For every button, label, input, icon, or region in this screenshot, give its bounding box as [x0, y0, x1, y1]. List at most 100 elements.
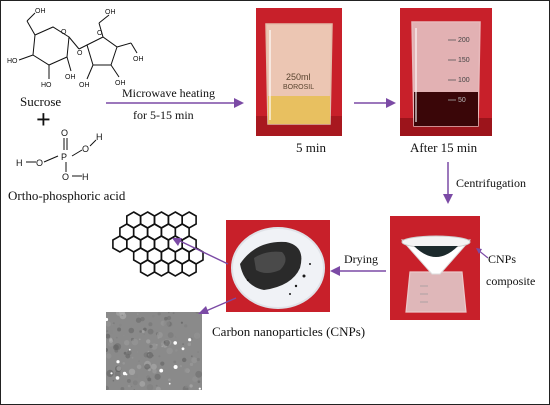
texture-speck — [128, 368, 136, 375]
arrow-to-microscopy — [198, 297, 237, 314]
arrow-microwave — [106, 98, 244, 108]
texture-speck — [197, 380, 201, 383]
texture-speck — [114, 370, 122, 378]
texture-speck — [172, 312, 175, 315]
atom-label: O — [62, 172, 69, 182]
texture-speck — [184, 384, 189, 389]
beaker-mark: 100 — [458, 77, 470, 84]
texture-speck — [108, 341, 114, 347]
texture-speck — [174, 336, 177, 338]
time-15min-label: After 15 min — [410, 140, 478, 155]
texture-speck — [136, 313, 139, 315]
texture-speck — [183, 367, 189, 373]
texture-speck — [150, 363, 157, 370]
atom-label: OH — [105, 9, 116, 16]
texture-speck — [152, 368, 157, 374]
texture-speck — [123, 335, 125, 337]
texture-speck — [148, 322, 153, 327]
texture-speck — [154, 373, 161, 380]
atom-label: O — [77, 50, 83, 57]
atom-label: OH — [65, 74, 76, 81]
atom-label: H — [96, 132, 103, 142]
bright-particle — [106, 317, 109, 322]
bright-particle — [188, 338, 192, 342]
beaker-mark: 150 — [458, 57, 470, 64]
texture-speck — [157, 312, 161, 316]
texture-speck — [124, 340, 130, 346]
beaker-photo-5min: 250ml BOROSIL — [256, 8, 342, 136]
texture-speck — [127, 384, 131, 388]
texture-speck — [147, 350, 150, 353]
microwave-label: Microwave heating — [122, 86, 215, 100]
texture-speck — [168, 378, 171, 382]
texture-speck — [147, 377, 152, 382]
bright-particle — [168, 382, 171, 385]
texture-speck — [120, 387, 125, 390]
texture-speck — [106, 348, 108, 352]
texture-speck — [191, 357, 198, 364]
texture-speck — [196, 357, 200, 362]
texture-speck — [195, 312, 199, 314]
texture-speck — [146, 339, 151, 344]
product-label: Carbon nanoparticles (CNPs) — [212, 324, 366, 339]
graphene-honeycomb — [112, 211, 204, 277]
bright-particle — [181, 347, 185, 351]
texture-speck — [112, 379, 115, 382]
texture-speck — [134, 373, 138, 378]
texture-speck — [139, 338, 141, 341]
texture-speck — [116, 312, 122, 316]
sucrose-label: Sucrose — [20, 94, 62, 109]
texture-speck — [136, 351, 139, 353]
acid-label: Ortho-phosphoric acid — [8, 188, 126, 203]
hexagon-cell — [181, 259, 197, 277]
texture-speck — [189, 384, 193, 388]
texture-speck — [155, 384, 158, 387]
cnps-microscopy-image — [106, 312, 202, 390]
atom-label: OH — [35, 8, 46, 15]
texture-speck — [118, 323, 122, 327]
texture-speck — [156, 332, 163, 338]
texture-speck — [139, 381, 146, 387]
texture-speck — [125, 353, 131, 359]
texture-speck — [182, 357, 187, 363]
time-5min-label: 5 min — [296, 140, 326, 155]
texture-speck — [192, 376, 198, 382]
texture-speck — [138, 360, 140, 363]
texture-speck — [193, 332, 201, 339]
bright-particle — [173, 341, 177, 345]
texture-speck — [131, 356, 134, 359]
texture-speck — [126, 379, 131, 383]
atom-label: O — [97, 30, 103, 37]
bright-particle — [110, 372, 113, 375]
beaker-volume-label: 250ml — [286, 72, 311, 82]
bright-particle — [116, 360, 120, 364]
texture-speck — [106, 385, 109, 390]
atom-label: O — [82, 144, 89, 154]
drying-label: Drying — [344, 252, 378, 266]
bright-particle — [128, 348, 131, 351]
arrow-composite-pointer — [476, 248, 489, 259]
arrow-drying — [330, 266, 386, 276]
cnps-composite-photo — [390, 216, 480, 320]
atom-label: OH — [115, 80, 126, 87]
texture-speck — [139, 330, 142, 333]
texture-speck — [117, 327, 122, 332]
beaker-brand-label: BOROSIL — [283, 84, 314, 91]
texture-speck — [128, 327, 135, 334]
texture-speck — [133, 389, 135, 390]
beaker-photo-15min: 200 150 100 50 — [400, 8, 492, 136]
cnps-composite-label-line1: CNPs — [488, 252, 517, 266]
texture-speck — [111, 323, 114, 326]
atom-label: H — [16, 158, 23, 168]
texture-speck — [141, 330, 145, 333]
arrow-heating-continued — [354, 98, 396, 108]
texture-speck — [144, 363, 151, 370]
texture-speck — [152, 314, 155, 318]
texture-speck — [182, 343, 184, 345]
atom-label: P — [61, 152, 67, 162]
arrow-centrifugation — [443, 162, 453, 204]
texture-speck — [147, 354, 150, 356]
texture-speck — [109, 337, 113, 341]
texture-speck — [161, 345, 164, 348]
texture-speck — [189, 362, 194, 367]
